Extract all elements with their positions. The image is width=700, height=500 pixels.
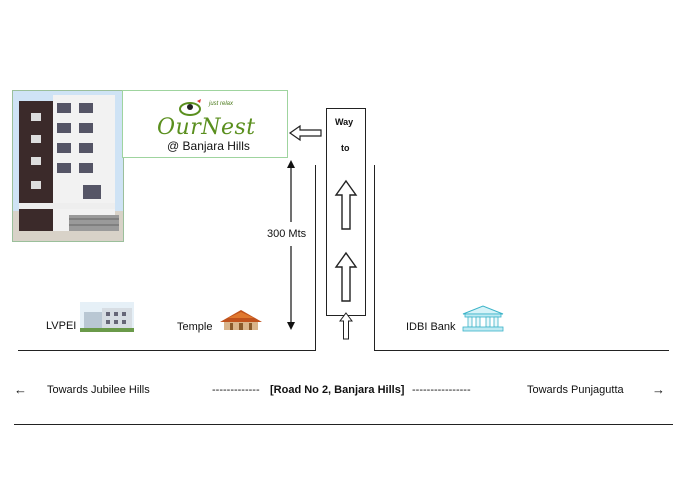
road-dashes-left: ------------- (212, 384, 260, 396)
arrow-left-icon: ← (14, 382, 27, 397)
towards-jubilee-hills-label: Towards Jubilee Hills (47, 384, 150, 396)
logo-subtitle: @ Banjara Hills (167, 139, 250, 153)
road-name-label: [Road No 2, Banjara Hills] (270, 384, 405, 396)
distance-double-arrow-icon (287, 160, 295, 330)
side-road-right-edge (374, 165, 375, 351)
arrow-left-to-logo-icon (288, 124, 322, 142)
arrow-right-icon: → (652, 382, 665, 397)
lvpei-building-icon (80, 302, 134, 332)
landmark-temple-label: Temple (177, 321, 213, 333)
main-road-top-line-right (374, 350, 669, 351)
up-arrow-icon (334, 179, 358, 230)
logo-name: OurNest (157, 115, 256, 140)
nest-bird-icon (179, 99, 201, 116)
landmark-idbi-label: IDBI Bank (406, 321, 456, 333)
distance-label: 300 Mts (267, 228, 307, 240)
up-arrow-icon (334, 251, 358, 302)
main-road-bottom-line (14, 424, 673, 425)
road-dashes-right: ---------------- (412, 384, 471, 396)
building-photo (12, 90, 124, 242)
ournest-logo: just relax OurNest @ Banjara Hills (122, 90, 288, 158)
way-label: Way (335, 117, 354, 127)
logo-tagline: just relax (209, 101, 234, 107)
temple-icon (220, 310, 262, 330)
main-road-top-line-left (18, 350, 315, 351)
way-to-box: Way to (326, 108, 366, 316)
building-illustration (13, 91, 123, 241)
small-up-arrow-icon (339, 312, 353, 340)
towards-punjagutta-label: Towards Punjagutta (527, 384, 624, 396)
to-label: to (341, 143, 350, 153)
bank-icon (462, 305, 504, 332)
side-road-left-edge (315, 165, 316, 351)
landmark-lvpei-label: LVPEI (46, 320, 77, 332)
